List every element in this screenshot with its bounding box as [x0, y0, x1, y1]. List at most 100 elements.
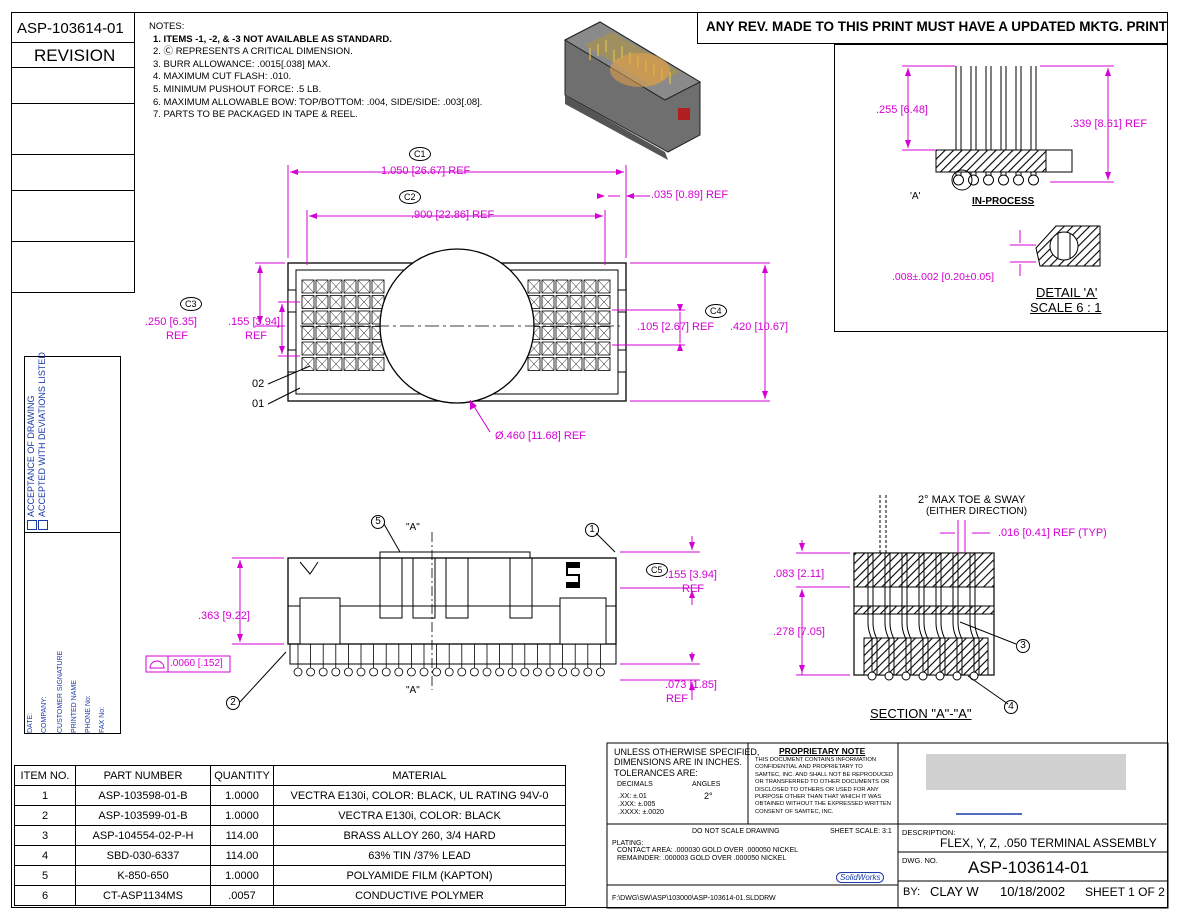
dim-pitch: .900 [22.86] REF: [411, 209, 495, 221]
sheet-count: SHEET 1 OF 2: [1085, 885, 1165, 899]
section-ball: [884, 671, 894, 681]
section-ball: [901, 671, 911, 681]
solder-ball: [570, 667, 580, 677]
solder-ball: [406, 667, 416, 677]
bom-cell: POLYAMIDE FILM (KAPTON): [273, 865, 566, 886]
c2-label: C2: [399, 190, 421, 204]
proprietary-line: CONFIDENTIAL AND PROPRIETARY TO: [755, 764, 863, 771]
dim-left-ref: REF: [166, 330, 188, 342]
top-view-dimensions: [255, 165, 770, 433]
in-process-view: [935, 66, 1073, 186]
solder-ball: [457, 667, 467, 677]
tol-xxxx: .XXXX: ±.0020: [618, 809, 664, 816]
solder-ball: [419, 667, 429, 677]
balloon-3: 3: [1016, 639, 1030, 653]
solder-ball: [444, 667, 454, 677]
in-process-dimensions: [902, 65, 1114, 276]
bom-cell: 1.0000: [210, 805, 274, 826]
bom-cell: ASP-103598-01-B: [75, 785, 211, 806]
solder-ball: [331, 667, 341, 677]
item-leaders: [267, 365, 311, 405]
part-number-header: ASP-103614-01: [17, 20, 124, 37]
bom-cell: K-850-650: [75, 865, 211, 886]
proprietary-line: OR TRANSFERRED TO OTHER DOCUMENTS OR: [755, 779, 890, 786]
solder-ball: [394, 667, 404, 677]
detail-a-circle: [951, 169, 973, 191]
item-label-02: 02: [252, 378, 265, 390]
c4-label: C4: [705, 304, 727, 318]
tolerance-label: TOLERANCES ARE:: [614, 768, 698, 778]
balloon-4: 4: [1004, 700, 1018, 714]
decimals-label: DECIMALS: [617, 781, 653, 788]
section-mark-bottom: "A": [406, 685, 420, 696]
sheet-scale: SHEET SCALE: 3:1: [830, 828, 892, 835]
proprietary-line: THIS DOCUMENT CONTAINS INFORMATION: [755, 757, 877, 763]
bom-cell: 114.00: [210, 825, 274, 846]
dim-side-top: .155 [3.94]: [665, 569, 717, 581]
balloon-5: 5: [371, 515, 385, 529]
section-mark-top: "A": [406, 522, 420, 533]
file-path: F:\DWG\SW\ASP\103000\ASP-103614-01.SLDDR…: [612, 895, 776, 902]
contact-grid-right: [527, 279, 611, 371]
bom-cell: 114.00: [210, 845, 274, 866]
dim-sec-lower: .278 [7.05]: [773, 626, 825, 638]
solidworks-logo: SolidWorks: [836, 872, 885, 883]
dim-edge: .035 [0.89] REF: [651, 189, 729, 201]
process-ball: [968, 174, 979, 186]
balloon-1: 1: [585, 523, 599, 537]
top-view: [287, 248, 627, 404]
dwg-no: ASP-103614-01: [968, 858, 1089, 877]
bom-cell: SBD-030-6337: [75, 845, 211, 866]
dim-side-top-ref: REF: [682, 583, 704, 595]
dim-typ: .016 [0.41] REF (TYP): [998, 527, 1107, 539]
toe-sway-note: 2° MAX TOE & SWAY: [918, 494, 1026, 506]
proprietary-line: OBTAINED WITHOUT THE EXPRESSED WRITTEN: [755, 801, 891, 808]
bom-cell: ASP-104554-02-P-H: [75, 825, 211, 846]
solder-ball: [583, 667, 593, 677]
note-item: 6. MAXIMUM ALLOWABLE BOW: TOP/BOTTOM: .0…: [153, 96, 483, 108]
bom-header-qty: QUANTITY: [210, 765, 274, 786]
in-process-arrows: [905, 68, 1111, 180]
balloon-2: 2: [226, 696, 240, 710]
solder-ball: [318, 667, 328, 677]
tolerance-units: DIMENSIONS ARE IN INCHES.: [614, 757, 743, 767]
iso-connector-view: [563, 21, 702, 160]
dim-diameter: Ø.460 [11.68] REF: [495, 430, 586, 442]
revision-divider: [11, 154, 135, 155]
solder-ball: [596, 667, 605, 677]
section-arrows: [799, 543, 805, 673]
dim-tail-ref: REF: [666, 693, 688, 705]
dim-ip-left: .255 [6.48]: [876, 104, 928, 116]
solder-ball: [432, 667, 442, 677]
proprietary-line: SAMTEC, INC. AND SHALL NOT BE REPRODUCED: [755, 771, 894, 778]
dim-sec-upper: .083 [2.11]: [773, 568, 825, 580]
process-ball: [1013, 174, 1024, 186]
solder-ball: [482, 667, 492, 677]
bom-cell: VECTRA E130i, COLOR: BLACK, UL RATING 94…: [273, 785, 566, 806]
solder-ball: [356, 667, 366, 677]
mktg-banner: ANY REV. MADE TO THIS PRINT MUST HAVE A …: [706, 19, 1168, 34]
bom-cell: 5: [14, 865, 76, 886]
bom-cell: 2: [14, 805, 76, 826]
proprietary-title: PROPRIETARY NOTE: [779, 746, 866, 756]
solder-ball: [558, 667, 567, 677]
detail-title: DETAIL 'A': [1036, 285, 1098, 300]
c5-label: C5: [646, 563, 668, 577]
bom-cell: 63% TIN /37% LEAD: [273, 845, 566, 866]
tol-xx: .XX: ±.01: [618, 793, 647, 800]
do-not-scale: DO NOT SCALE DRAWING: [692, 828, 780, 835]
section-ball: [935, 671, 945, 681]
bom-cell: 1.0000: [210, 865, 274, 886]
bom-cell: .0057: [210, 885, 274, 906]
note-item: 5. MINIMUM PUSHOUT FORCE: .5 LB.: [153, 83, 322, 95]
bom-cell: ASP-103599-01-B: [75, 805, 211, 826]
bom-header-part: PART NUMBER: [75, 765, 211, 786]
proprietary-line: DISCLOSED TO OTHERS OR USED FOR ANY: [755, 786, 879, 793]
revision-divider: [11, 42, 135, 43]
dim-overall: 1.050 [26.67] REF: [381, 165, 471, 177]
by-label: BY:: [903, 886, 921, 898]
dim-width: .420 [10.67]: [730, 321, 789, 333]
